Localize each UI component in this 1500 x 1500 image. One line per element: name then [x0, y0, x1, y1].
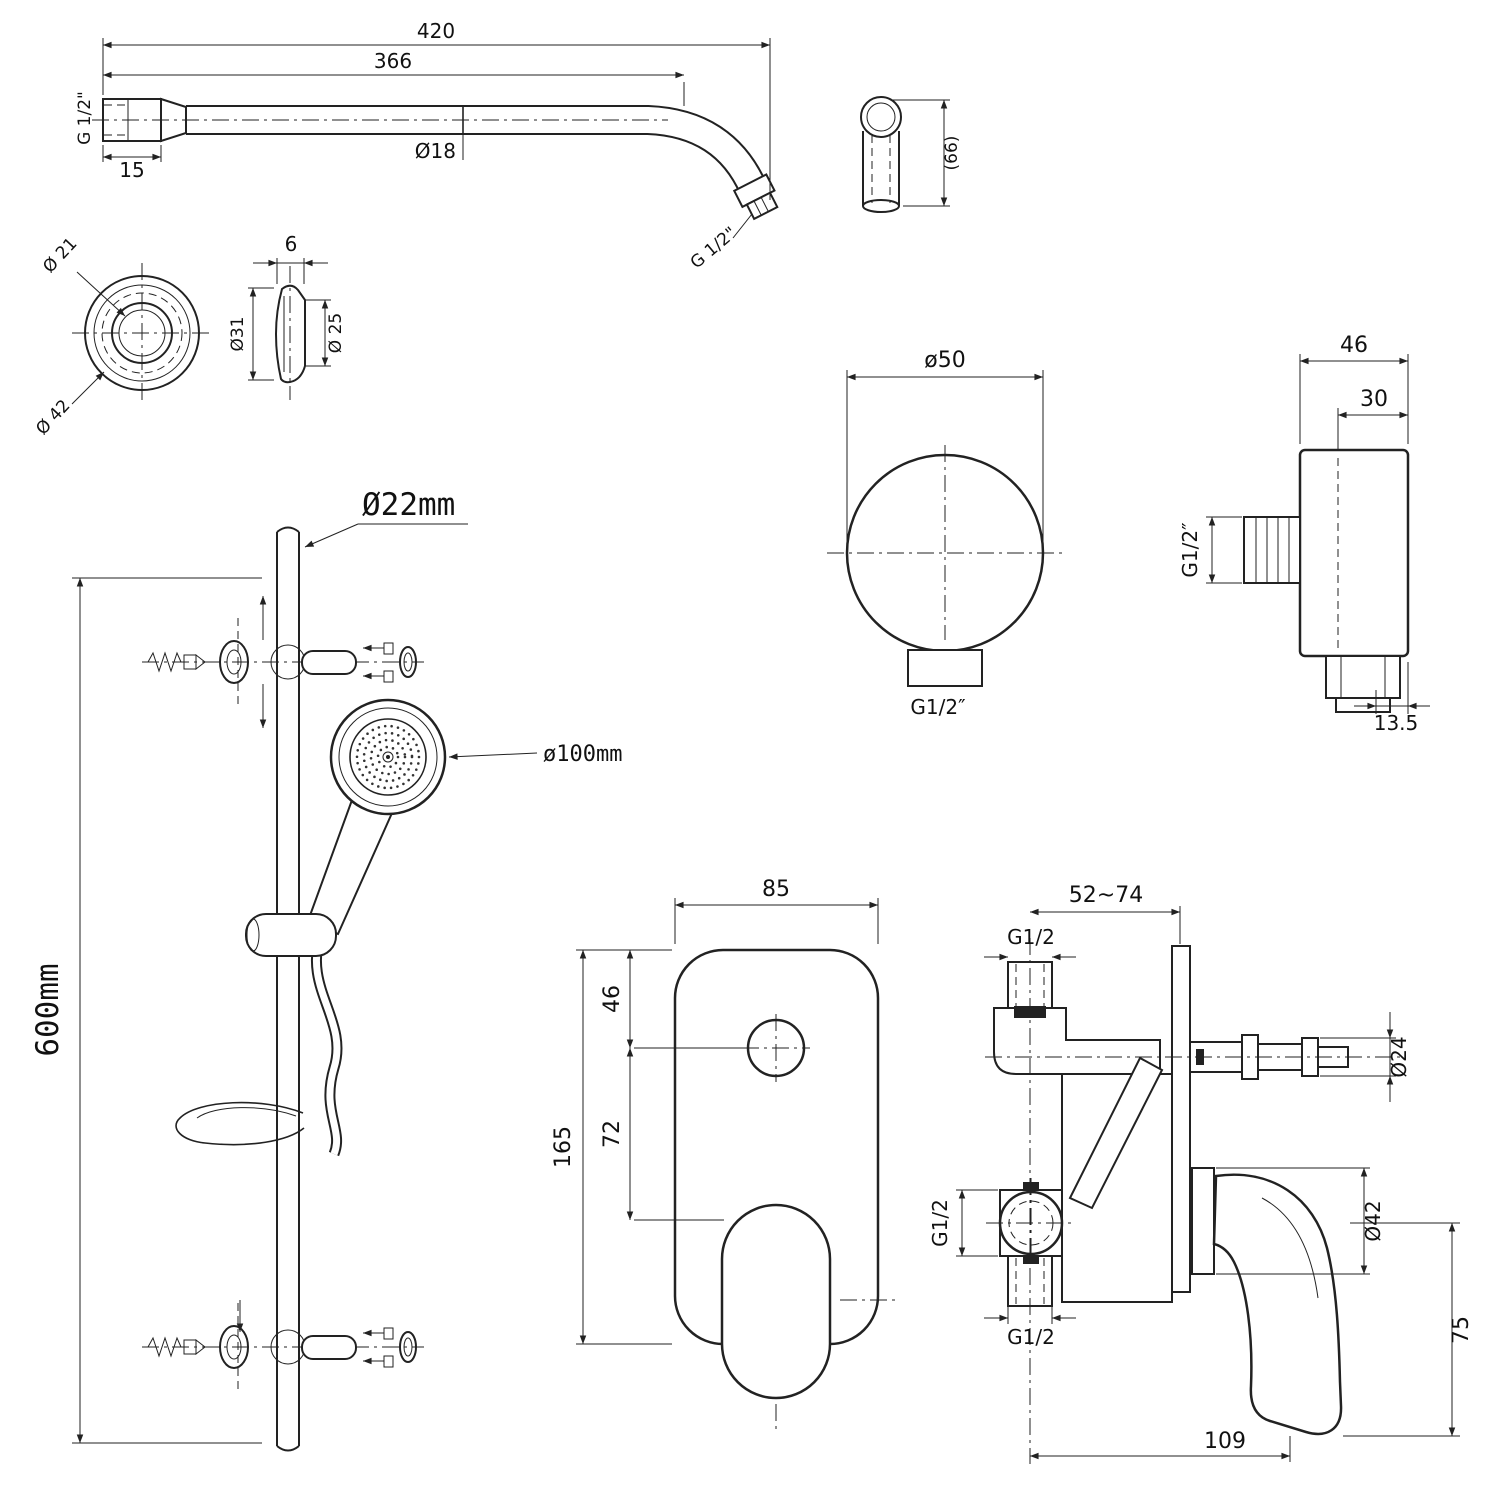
dim-knob-to-handle: 72	[600, 1120, 625, 1148]
outlet-front-dims	[846, 370, 1044, 548]
dim-spindle-dia: Ø24	[1387, 1036, 1411, 1077]
bracket-spring-icon	[147, 651, 182, 673]
dim-outlet-side-body-depth: 30	[1360, 387, 1388, 412]
wall-trim-plate	[1171, 945, 1191, 1293]
dim-outlet-front-dia: ø50	[924, 348, 965, 373]
dim-outlet-side-thread: G1/2″	[1178, 522, 1202, 577]
rail-slider-holder	[245, 913, 337, 957]
wall-outlet-side-view: 46 30 G1/2″ 13.5	[1178, 333, 1430, 735]
dim-outlet-side-nipple: 13.5	[1374, 711, 1419, 735]
dim-trim-dia: Ø42	[1361, 1200, 1385, 1241]
dim-arm-fitting-length: 15	[119, 158, 144, 182]
dim-rail-length: 600mm	[30, 963, 66, 1056]
inlet-elbow	[993, 1007, 1161, 1075]
handle-escutcheon	[1191, 1167, 1215, 1275]
dim-plate-height: 165	[551, 1126, 576, 1168]
dim-outlet-front-thread: G1/2″	[910, 695, 965, 719]
dim-arm-pipe-diameter: Ø18	[415, 139, 456, 163]
dim-outlet-side-width: 46	[1340, 333, 1368, 358]
dim-head-dia: ø100mm	[543, 742, 622, 767]
flange-front-view: Ø 21 Ø 42	[32, 234, 212, 439]
cartridge-lever	[1068, 1056, 1164, 1210]
shower-arm-dims	[102, 38, 771, 239]
wall-outlet-front-view: ø50 G1/2″	[827, 348, 1063, 719]
mixer-handle-front	[720, 1203, 832, 1400]
dim-arm-outlet-thread: G 1/2"	[687, 223, 741, 273]
dim-bottom-thread: G1/2	[1007, 1325, 1055, 1349]
dim-plate-width: 85	[762, 877, 790, 902]
dim-flange-inner-dia: Ø 21	[39, 234, 81, 277]
bracket-spring-icon	[147, 1336, 182, 1358]
dim-top-thread: G1/2	[1007, 925, 1055, 949]
mixer-front-view: 85 165 46 72	[551, 877, 898, 1430]
dim-top-to-knob: 46	[600, 985, 625, 1013]
soap-dish	[175, 1101, 305, 1146]
shower-arm-end-view: (66)	[860, 96, 962, 213]
dim-handle-length: 75	[1449, 1316, 1474, 1344]
slide-rail-assembly: Ø22mm 600mm ø100mm	[30, 487, 622, 1452]
dim-flange-outer-dia: Ø 42	[32, 396, 74, 439]
dim-side-thread: G1/2	[928, 1199, 952, 1247]
mixer-side-view: 52~74 G1/2 Ø24 G1/2 G1/2 Ø42 75 109	[928, 883, 1474, 1464]
dim-depth-range: 52~74	[1069, 883, 1143, 908]
lower-wall-bracket	[142, 1300, 424, 1391]
mixer-front-dims	[576, 898, 879, 1345]
dim-arm-end-height: (66)	[942, 136, 962, 171]
shower-arm-top-view: 420 366 G 1/2" 15 Ø18 G 1/2"	[75, 19, 779, 273]
dim-arm-inlet-thread: G 1/2"	[75, 91, 95, 145]
flange-side-view: 6 Ø31 Ø 25	[228, 232, 346, 400]
dim-arm-total-length: 420	[417, 19, 455, 43]
outlet-side-dims	[1206, 354, 1430, 714]
flange-side-dims	[248, 258, 331, 381]
upper-wall-bracket	[142, 595, 424, 729]
dim-flange-side-inner-dia: Ø 25	[326, 313, 346, 353]
rail-length-dim	[72, 577, 262, 1444]
dim-arm-straight-length: 366	[374, 49, 412, 73]
dim-body-length: 109	[1204, 1429, 1246, 1454]
dim-flange-side-outer-dia: Ø31	[228, 316, 248, 351]
arm-end-dims	[893, 99, 950, 207]
mixer-handle-side	[1212, 1173, 1343, 1436]
dim-flange-thickness: 6	[285, 232, 298, 256]
dim-rail-tube-dia: Ø22mm	[362, 487, 455, 523]
mixer-side-dims	[956, 906, 1460, 1462]
handshower-head	[329, 698, 447, 816]
